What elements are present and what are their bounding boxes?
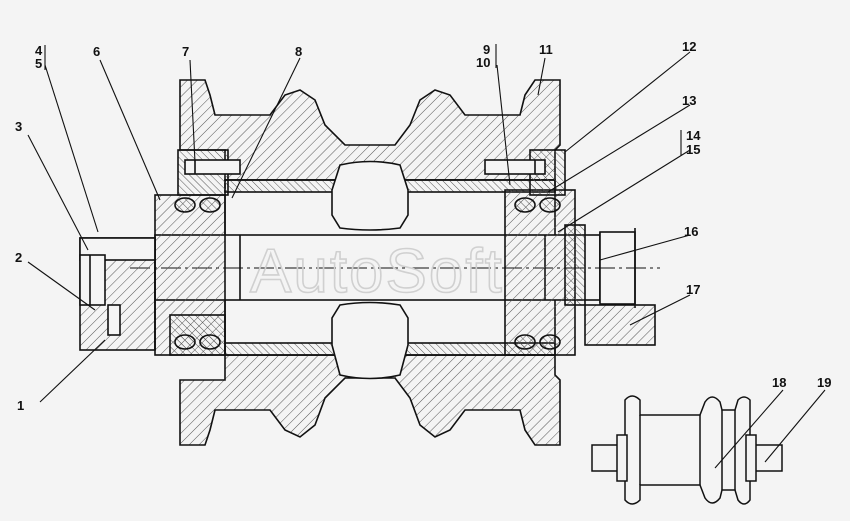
right-bracket bbox=[584, 304, 656, 346]
callout-1: 1 bbox=[17, 398, 24, 413]
callout-13: 13 bbox=[682, 93, 696, 108]
small-hub-left bbox=[616, 434, 628, 482]
watermark: AutoSoft bbox=[250, 237, 504, 306]
right-housing bbox=[504, 189, 576, 356]
callout-12: 12 bbox=[682, 39, 696, 54]
small-roller-view bbox=[591, 395, 783, 505]
callout-14: 14 bbox=[686, 128, 701, 143]
left-seal-bottom-b bbox=[199, 334, 221, 350]
right-seal-bottom-a bbox=[514, 334, 536, 350]
center-ring bbox=[331, 160, 409, 380]
callout-labels: 1 2 3 4 5 6 7 8 9 10 11 12 13 14 15 16 1… bbox=[15, 39, 831, 413]
callout-5: 5 bbox=[35, 56, 42, 71]
callout-17: 17 bbox=[686, 282, 700, 297]
right-seal-top-a bbox=[514, 197, 536, 213]
left-seal-top-a bbox=[174, 197, 196, 213]
leader-lines bbox=[27, 51, 826, 469]
right-bolt bbox=[484, 159, 546, 175]
left-cover-bottom bbox=[169, 314, 226, 356]
left-seal-top-b bbox=[199, 197, 221, 213]
left-end-assembly bbox=[79, 149, 241, 356]
callout-11: 11 bbox=[539, 42, 553, 57]
callout-8: 8 bbox=[295, 44, 302, 59]
center-ring-bottom bbox=[331, 301, 409, 380]
right-end-assembly bbox=[484, 149, 656, 356]
callout-16: 16 bbox=[684, 224, 698, 239]
callout-2: 2 bbox=[15, 250, 22, 265]
center-ring-top bbox=[331, 160, 409, 231]
small-roller-body bbox=[624, 395, 751, 505]
callout-6: 6 bbox=[93, 44, 100, 59]
callout-9: 9 bbox=[483, 42, 490, 57]
small-hub-right bbox=[745, 434, 757, 482]
right-seal-top-b bbox=[539, 197, 561, 213]
callout-15: 15 bbox=[686, 142, 700, 157]
right-cap bbox=[564, 224, 586, 306]
callout-3: 3 bbox=[15, 119, 22, 134]
callout-10: 10 bbox=[476, 55, 490, 70]
left-bolt bbox=[184, 159, 241, 175]
roller-bottom-profile bbox=[179, 354, 561, 446]
callout-19: 19 bbox=[817, 375, 831, 390]
right-seal-bottom-b bbox=[539, 334, 561, 350]
callout-4: 4 bbox=[35, 43, 43, 58]
left-plug bbox=[79, 254, 106, 306]
left-seal-bottom-a bbox=[174, 334, 196, 350]
callout-18: 18 bbox=[772, 375, 786, 390]
left-pin bbox=[107, 304, 121, 336]
callout-7: 7 bbox=[182, 44, 189, 59]
